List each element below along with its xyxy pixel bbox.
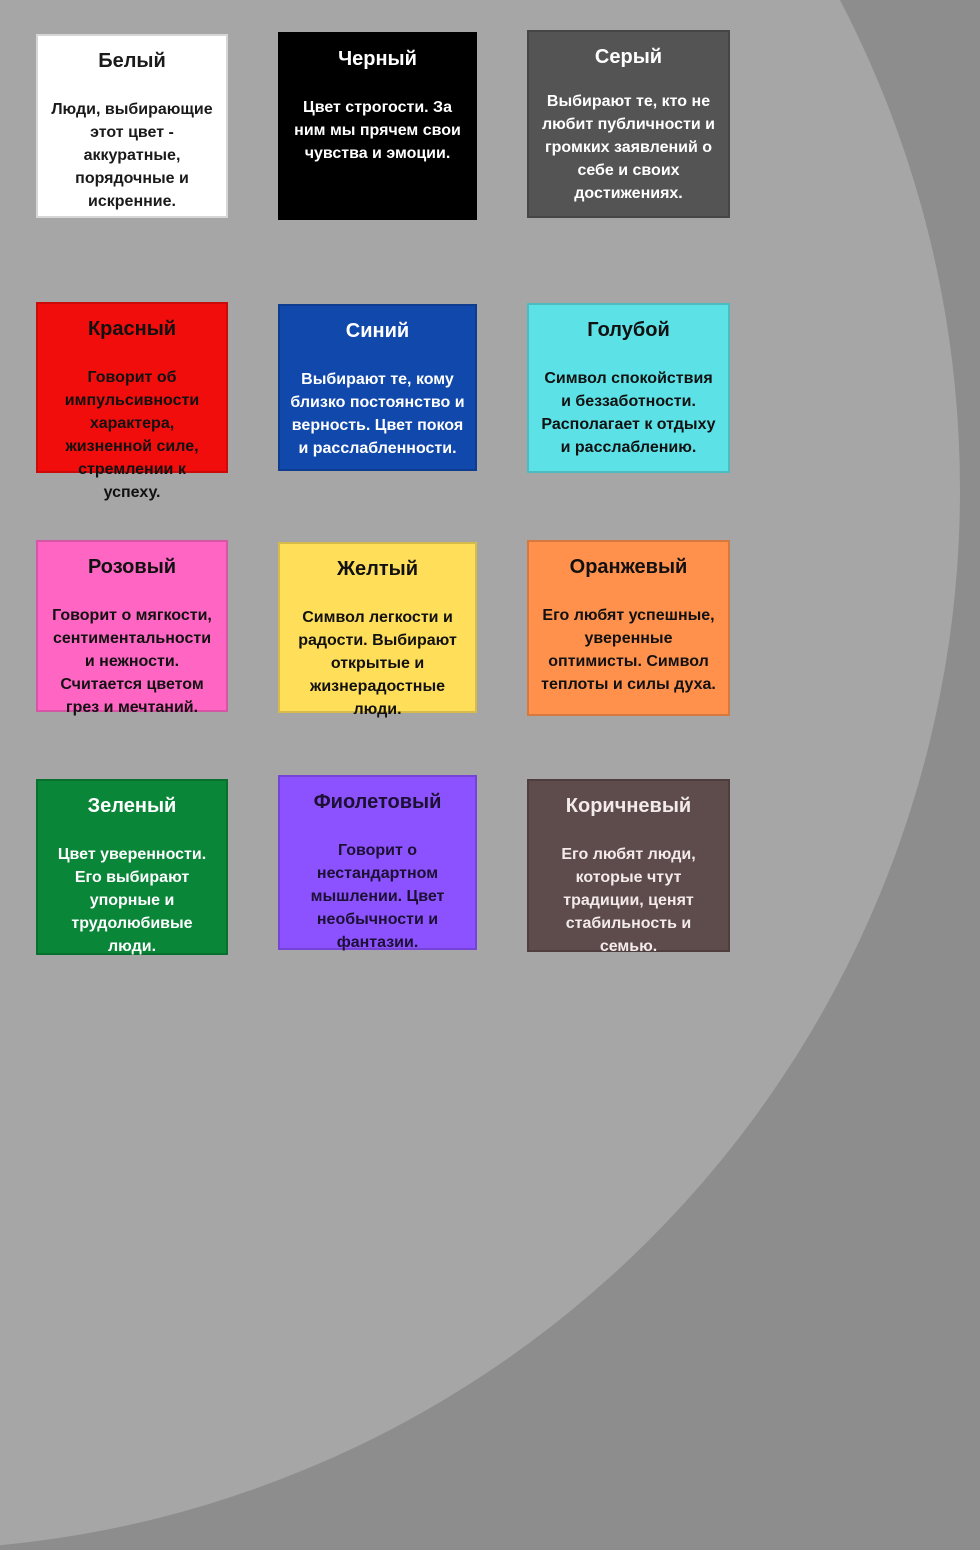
card-title-white: Белый [98, 50, 166, 72]
card-body-blue: Выбирают те, кому близко постоянство и в… [290, 371, 465, 458]
card-title-green: Зеленый [87, 795, 177, 817]
card-title-red: Красный [87, 318, 177, 340]
card-body-orange: Его любят успешные, уверенные оптимисты.… [541, 607, 716, 694]
color-card-gray: Серый Выбирают те, кто не любит публично… [527, 30, 730, 218]
card-body-pink: Говорит о мягкости, сентиментальности и … [52, 607, 212, 717]
color-card-yellow: Желтый Символ легкости и радости. Выбира… [278, 542, 477, 718]
card-body-light-blue: Символ спокойствия и беззаботности. Расп… [541, 370, 716, 457]
card-body-gray: Выбирают те, кто не любит публичности и … [541, 93, 716, 203]
color-card-green: Зеленый Цвет уверенности. Его выбирают у… [36, 779, 228, 955]
card-title-brown: Коричневый [565, 795, 692, 817]
card-title-yellow: Желтый [336, 558, 419, 580]
card-title-black: Черный [338, 48, 417, 70]
card-title-purple: Фиолетовый [313, 791, 442, 813]
card-title-orange: Оранжевый [569, 556, 688, 578]
card-title-gray: Серый [594, 46, 663, 68]
color-card-black: Черный Цвет строгости. За ним мы прячем … [278, 32, 477, 220]
color-card-light-blue: Голубой Символ спокойствия и беззаботнос… [527, 303, 730, 473]
card-body-purple: Говорит о нестандартном мышлении. Цвет н… [310, 842, 445, 952]
background-circle [0, 0, 960, 1550]
color-card-purple: Фиолетовый Говорит о нестандартном мышле… [278, 775, 477, 951]
card-body-green: Цвет уверенности. Его выбирают упорные и… [57, 846, 207, 956]
card-body-yellow: Символ легкости и радости. Выбирают откр… [298, 609, 457, 719]
card-body-brown: Его любят люди, которые чтут традиции, ц… [561, 846, 696, 956]
card-body-white: Люди, выбирающие этот цвет - аккуратные,… [51, 101, 213, 211]
color-card-white: Белый Люди, выбирающие этот цвет - аккур… [36, 34, 228, 218]
card-body-red: Говорит об импульсивности характера, жиз… [64, 369, 200, 502]
card-title-blue: Синий [345, 320, 410, 342]
color-card-pink: Розовый Говорит о мягкости, сентименталь… [36, 540, 228, 716]
color-card-brown: Коричневый Его любят люди, которые чтут … [527, 779, 730, 955]
card-title-pink: Розовый [87, 556, 177, 578]
card-title-light-blue: Голубой [587, 319, 670, 341]
color-card-orange: Оранжевый Его любят успешные, уверенные … [527, 540, 730, 716]
color-card-blue: Синий Выбирают те, кому близко постоянст… [278, 304, 477, 471]
card-body-black: Цвет строгости. За ним мы прячем свои чу… [294, 99, 461, 163]
color-card-red: Красный Говорит об импульсивности характ… [36, 302, 228, 501]
